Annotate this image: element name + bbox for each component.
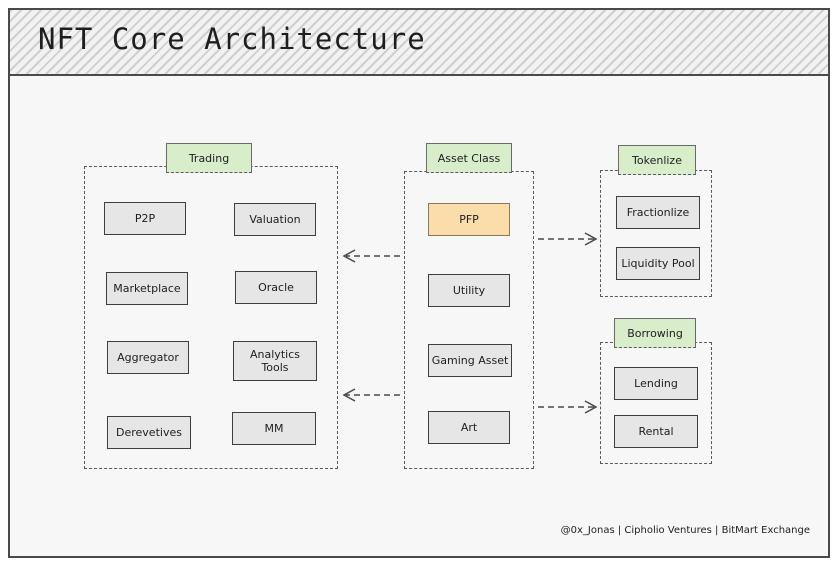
title-banner — [8, 8, 830, 76]
derivatives-box: Derevetives — [107, 416, 191, 449]
arrowhead-right-bottom — [584, 400, 598, 414]
pfp-box: PFP — [428, 203, 510, 236]
arrowhead-left-bottom — [342, 388, 356, 402]
credit-line: @0x_Jonas | Cipholio Ventures | BitMart … — [560, 525, 810, 536]
gaming-asset-box: Gaming Asset — [428, 344, 512, 377]
asset-class-tag: Asset Class — [426, 143, 512, 173]
fractionalize-box: Fractionlize — [616, 196, 700, 229]
marketplace-box: Marketplace — [106, 272, 188, 305]
aggregator-box: Aggregator — [107, 341, 189, 374]
borrowing-tag: Borrowing — [614, 318, 696, 348]
rental-box: Rental — [614, 415, 698, 448]
diagram-title: NFT Core Architecture — [38, 22, 426, 56]
lending-box: Lending — [614, 367, 698, 400]
mm-box: MM — [232, 412, 316, 445]
valuation-box: Valuation — [234, 203, 316, 236]
liquidity-pool-box: Liquidity Pool — [616, 247, 700, 280]
tokenize-tag: Tokenlize — [618, 145, 696, 175]
trading-tag: Trading — [166, 143, 252, 173]
p2p-box: P2P — [104, 202, 186, 235]
arrowhead-right-top — [584, 232, 598, 246]
analytics-tools-box: Analytics Tools — [233, 341, 317, 381]
art-box: Art — [428, 411, 510, 444]
oracle-box: Oracle — [235, 271, 317, 304]
arrowhead-left-top — [342, 249, 356, 263]
utility-box: Utility — [428, 274, 510, 307]
